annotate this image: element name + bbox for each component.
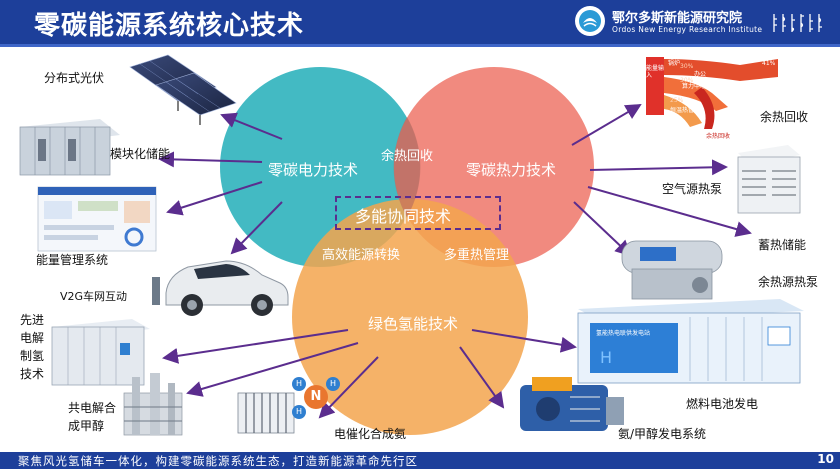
- org-name-cn: 鄂尔多斯新能源研究院: [612, 7, 742, 26]
- app-label-fuel-cell: 燃料电池发电: [686, 395, 758, 412]
- app-label-methanol: 共电解合 成甲醇: [68, 399, 116, 435]
- page-title: 零碳能源系统核心技术: [34, 5, 304, 42]
- sankey-pct-41: 41%: [762, 60, 775, 67]
- sankey-pct-30b: 30%: [680, 77, 693, 84]
- electric-car-illustration: [152, 261, 288, 316]
- svg-text:氢能热电联供发电站: 氢能热电联供发电站: [596, 329, 650, 337]
- ems-dashboard-illustration: [38, 187, 156, 251]
- storage-cabinet-illustration: [20, 119, 120, 175]
- power-circle-label: 零碳电力技术: [268, 159, 358, 180]
- ammonia-molecule-icon: N H H H: [292, 373, 340, 421]
- overlap-label-thermal-hydrogen: 多重热管理: [444, 244, 509, 263]
- app-label-v2g: V2G车网互动: [60, 288, 127, 304]
- sankey-label-thermal-mgmt: 恒温热管理: [670, 105, 700, 114]
- sankey-label-office: 办公: [694, 69, 706, 78]
- core-technology-label: 多能协同技术: [355, 203, 451, 227]
- app-label-waste-heat: 余热回收: [760, 108, 808, 125]
- waste-heat-pump-illustration: [622, 241, 722, 299]
- overlap-label-power-thermal: 余热回收: [381, 145, 433, 164]
- footer-slogan: 聚焦风光氢储车一体化，构建零碳能源系统生态，打造新能源革命先行区: [18, 453, 418, 469]
- arrow-to-waste-heat-pump: [574, 202, 630, 255]
- footer-bar: 聚焦风光氢储车一体化，构建零碳能源系统生态，打造新能源革命先行区 10: [0, 452, 840, 469]
- app-label-heat-storage: 蓄热储能: [758, 236, 806, 253]
- sankey-label-recovery: 余热回收: [706, 131, 730, 140]
- nitrogen-atom: N: [304, 385, 328, 409]
- fuel-cell-container-illustration: 氢能热电联供发电站 H: [578, 299, 804, 383]
- app-label-ems: 能量管理系统: [36, 251, 108, 268]
- ammonia-reactor-illustration: [238, 393, 294, 433]
- app-label-waste-heat-pump: 余热源热泵: [758, 273, 818, 290]
- electrolyzer-illustration: [52, 319, 150, 385]
- app-label-storage: 模块化储能: [110, 145, 170, 162]
- diagram-area: 氢能热电联供发电站 H: [0, 47, 840, 452]
- sankey-label-input: 能量输入: [646, 65, 664, 79]
- hydrogen-atom: H: [292, 405, 306, 419]
- app-label-ammonia: 电催化合成氨: [334, 425, 406, 442]
- hydrogen-circle-label: 绿色氢能技术: [368, 313, 458, 334]
- thermal-circle-label: 零碳热力技术: [466, 159, 556, 180]
- org-name-en: Ordos New Energy Research Institute: [612, 25, 762, 34]
- app-label-solar: 分布式光伏: [44, 69, 104, 86]
- hydrogen-atom: H: [292, 377, 306, 391]
- org-emblem-icon: [574, 5, 606, 37]
- arrow-to-air-heatpump: [590, 167, 726, 170]
- app-label-electrolysis: 先进 电解 制氢 技术: [20, 311, 44, 383]
- sankey-pct-30a: 30%: [680, 63, 693, 70]
- page-number: 10: [817, 452, 834, 466]
- engine-generator-illustration: [520, 377, 624, 431]
- org-logo: 鄂尔多斯新能源研究院 Ordos New Energy Research Ins…: [574, 5, 840, 39]
- app-label-ammonia-power: 氨/甲醇发电系统: [618, 425, 706, 442]
- sankey-waste-heat-illustration: [646, 57, 778, 129]
- overlap-label-power-hydrogen: 高效能源转换: [322, 244, 400, 263]
- app-label-air-heat-pump: 空气源热泵: [662, 180, 722, 197]
- svg-text:H: H: [600, 348, 612, 367]
- sankey-label-boiler: 锅炉: [668, 58, 680, 67]
- header-bar: 零碳能源系统核心技术 鄂尔多斯新能源研究院 Ordos New Energy R…: [0, 0, 840, 44]
- air-heat-pump-illustration: [738, 145, 800, 213]
- methanol-plant-illustration: [124, 373, 182, 435]
- mongolian-script-logotype: [770, 11, 830, 35]
- diagram-graphics: 氢能热电联供发电站 H: [0, 47, 840, 452]
- solar-panel-illustration: [130, 55, 236, 125]
- hydrogen-atom: H: [326, 377, 340, 391]
- sankey-pct-25: 25%: [670, 97, 683, 104]
